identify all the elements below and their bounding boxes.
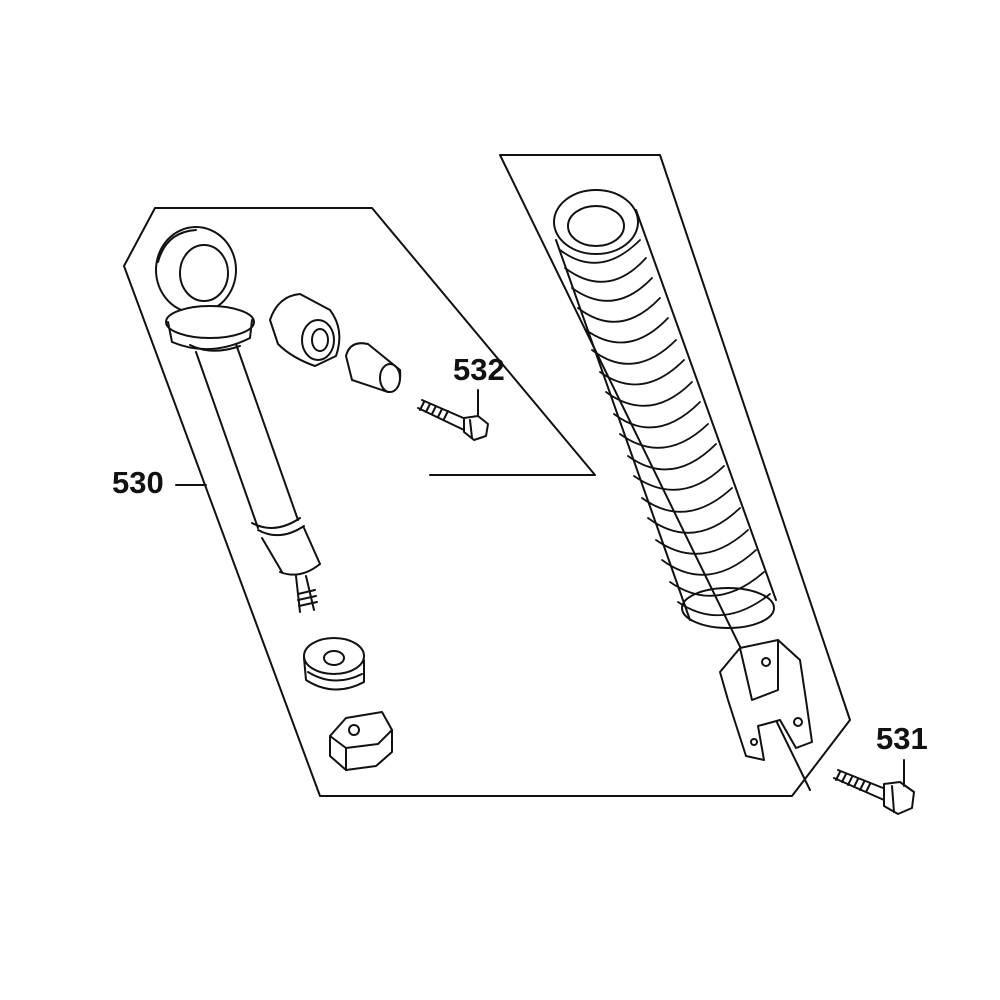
bolt-532 [417, 399, 489, 441]
callout-label-530: 530 [112, 465, 164, 500]
bolt-531 [833, 769, 915, 815]
shock-absorber-body [155, 226, 321, 613]
callout-label-532: 532 [453, 352, 505, 387]
rubber-bushing [303, 637, 365, 691]
clevis-bracket [719, 639, 813, 761]
sleeve [345, 342, 402, 393]
callout-label-531: 531 [876, 721, 928, 756]
bushing-cap [269, 293, 341, 367]
coil-spring [553, 189, 777, 629]
frame-left-group [123, 154, 851, 797]
lower-nut [329, 711, 393, 771]
